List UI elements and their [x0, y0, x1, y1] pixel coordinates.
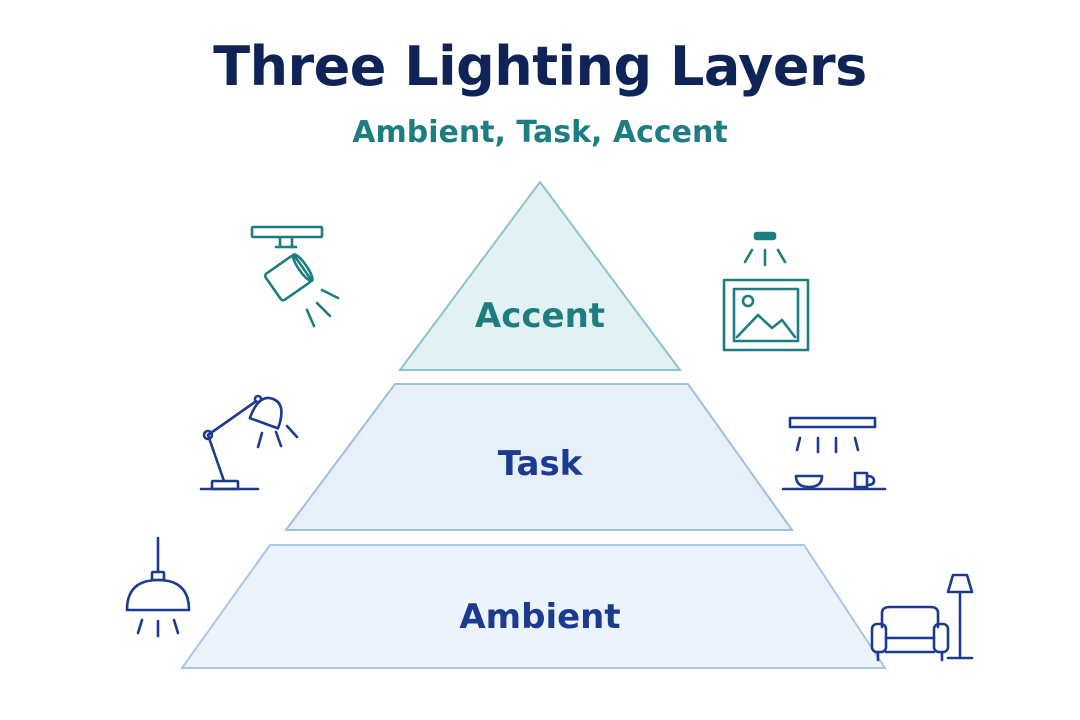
sofa-floor-lamp-icon — [870, 573, 974, 662]
page-title: Three Lighting Layers — [213, 35, 867, 98]
pendant-lamp-icon — [125, 536, 191, 638]
accent-tier — [398, 180, 682, 371]
accent-tier-label: Accent — [475, 296, 605, 336]
page-subtitle: Ambient, Task, Accent — [352, 115, 728, 150]
ambient-tier — [180, 544, 887, 669]
picture-light-icon — [722, 231, 810, 352]
task-tier-label: Task — [498, 444, 584, 484]
track-spotlight-icon — [250, 225, 340, 328]
task-tier — [284, 383, 794, 531]
ambient-tier-label: Ambient — [459, 597, 620, 637]
desk-lamp-icon — [199, 394, 299, 491]
under-cabinet-light-icon — [781, 416, 887, 491]
